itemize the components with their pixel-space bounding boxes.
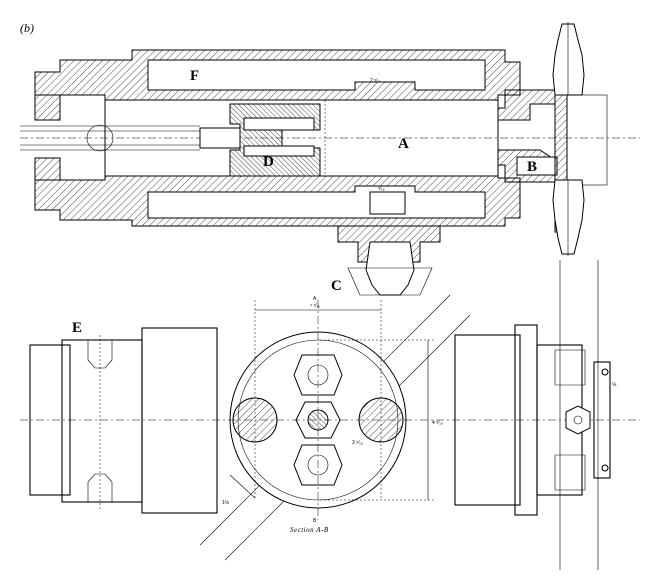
longitudinal-section: 2 ⁵⁄₁₆ ⁵⁄₁₆ (20, 22, 640, 296)
dim-fitting: ⅛ (612, 382, 617, 388)
section-caption: Section A-B (290, 526, 329, 534)
end-view: ⁴ ⁵⁄₁₆ 4 ⁵⁄₁₆ 3 ⁵⁄₁₆ 1⅛ ⅛ A B (20, 260, 640, 570)
right-hex (565, 405, 591, 435)
bolt-1 (601, 368, 609, 376)
section-mark-a: A (313, 296, 317, 302)
cavity-F (147, 59, 486, 91)
feed-tube (20, 125, 200, 151)
label-F: F (190, 68, 199, 84)
cap-plate (566, 94, 608, 186)
dim-width-top: ⁴ ⁵⁄₁₆ (310, 303, 320, 309)
bottom-valve (552, 179, 585, 255)
right-end-plate (593, 361, 611, 479)
dim-height-right: 4 ⁵⁄₁₆ (432, 420, 443, 426)
piston-slot-lower (243, 145, 315, 157)
port-boss (369, 191, 406, 215)
label-D: D (263, 154, 274, 170)
right-ports (554, 349, 586, 491)
left-barrel (141, 327, 218, 514)
right-barrel (454, 334, 521, 506)
label-C: C (331, 278, 342, 294)
left-body (61, 339, 143, 503)
top-valve (552, 23, 585, 96)
dim-top-inner: 2 ⁵⁄₁₆ (370, 78, 381, 84)
dim-lower-left: 1⅛ (222, 500, 230, 506)
port-C-nozzle (365, 241, 415, 296)
section-mark-b: B (313, 518, 317, 524)
left-ports (87, 340, 113, 502)
left-flange-upper (34, 94, 61, 121)
dim-bore: ⁵⁄₁₆ (378, 186, 385, 192)
label-A: A (398, 136, 409, 152)
bolt-2 (601, 464, 609, 472)
nozzle-body (199, 127, 241, 149)
right-head (497, 89, 556, 121)
dim-diag: 3 ⁵⁄₁₆ (352, 440, 363, 446)
right-hex-hole (573, 415, 583, 425)
label-E: E (72, 320, 82, 336)
tube-fitting-circle (86, 124, 114, 152)
left-flange-lower (34, 157, 61, 181)
piston-slot-upper (243, 117, 315, 131)
port-C-hex (347, 267, 433, 296)
label-B: B (527, 159, 537, 175)
tube-end (229, 474, 256, 499)
panel-label: (b) (20, 21, 34, 35)
